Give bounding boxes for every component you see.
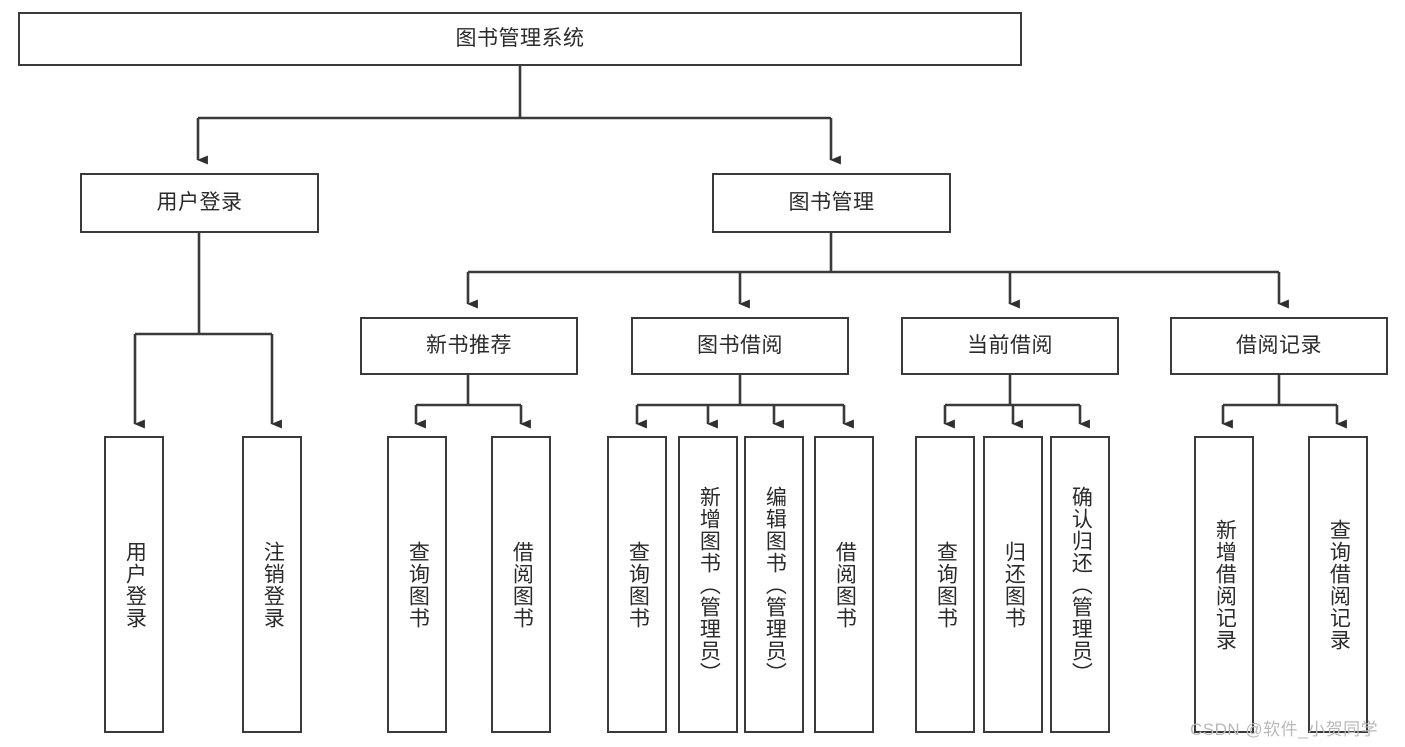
node-label: 用户登录 (123, 540, 147, 629)
node-label: 注销登录 (261, 540, 285, 629)
node-label: 归还图书 (1002, 540, 1026, 629)
csdn-watermark: CSDN @软件_小贺同学 (1190, 720, 1379, 739)
node-label: 图书管理 (788, 191, 875, 215)
leaf-add-book-admin[interactable]: 新增图书（管理员） (678, 436, 738, 733)
node-current-borrow[interactable]: 当前借阅 (901, 317, 1119, 375)
node-label: 编辑图书（管理员） (763, 485, 787, 684)
node-book-management[interactable]: 图书管理 (712, 173, 951, 233)
leaf-confirm-return-admin[interactable]: 确认归还（管理员） (1050, 436, 1110, 733)
node-label: 当前借阅 (967, 334, 1053, 358)
leaf-query-book-recommend[interactable]: 查询图书 (387, 436, 447, 733)
node-label: 借阅记录 (1236, 334, 1322, 358)
node-new-book-recommend[interactable]: 新书推荐 (360, 317, 578, 375)
leaf-return-book[interactable]: 归还图书 (983, 436, 1043, 733)
node-label: 新增借阅记录 (1213, 518, 1237, 651)
leaf-query-book-current[interactable]: 查询图书 (915, 436, 975, 733)
leaf-add-borrow-record[interactable]: 新增借阅记录 (1194, 436, 1254, 733)
node-borrow-record[interactable]: 借阅记录 (1170, 317, 1388, 375)
node-label: 图书借阅 (697, 334, 783, 358)
node-label: 查询图书 (934, 540, 958, 629)
leaf-user-login[interactable]: 用户登录 (104, 436, 164, 733)
node-label: 确认归还（管理员） (1069, 485, 1093, 684)
node-book-borrow[interactable]: 图书借阅 (631, 317, 849, 375)
node-label: 新增图书（管理员） (697, 485, 721, 684)
leaf-edit-book-admin[interactable]: 编辑图书（管理员） (744, 436, 804, 733)
node-label: 查询借阅记录 (1327, 518, 1351, 651)
leaf-borrow-book[interactable]: 借阅图书 (814, 436, 874, 733)
leaf-borrow-book-recommend[interactable]: 借阅图书 (491, 436, 551, 733)
node-label: 借阅图书 (833, 540, 857, 629)
leaf-query-borrow-record[interactable]: 查询借阅记录 (1308, 436, 1368, 733)
leaf-logout[interactable]: 注销登录 (242, 436, 302, 733)
node-label: 查询图书 (626, 540, 650, 629)
node-label: 图书管理系统 (455, 27, 585, 51)
leaf-query-book-borrow[interactable]: 查询图书 (607, 436, 667, 733)
node-label: 查询图书 (406, 540, 430, 629)
node-label: 新书推荐 (426, 334, 512, 358)
node-label: 用户登录 (156, 191, 243, 215)
node-label: 借阅图书 (510, 540, 534, 629)
node-user-login[interactable]: 用户登录 (80, 173, 319, 233)
node-book-management-system[interactable]: 图书管理系统 (18, 12, 1022, 66)
